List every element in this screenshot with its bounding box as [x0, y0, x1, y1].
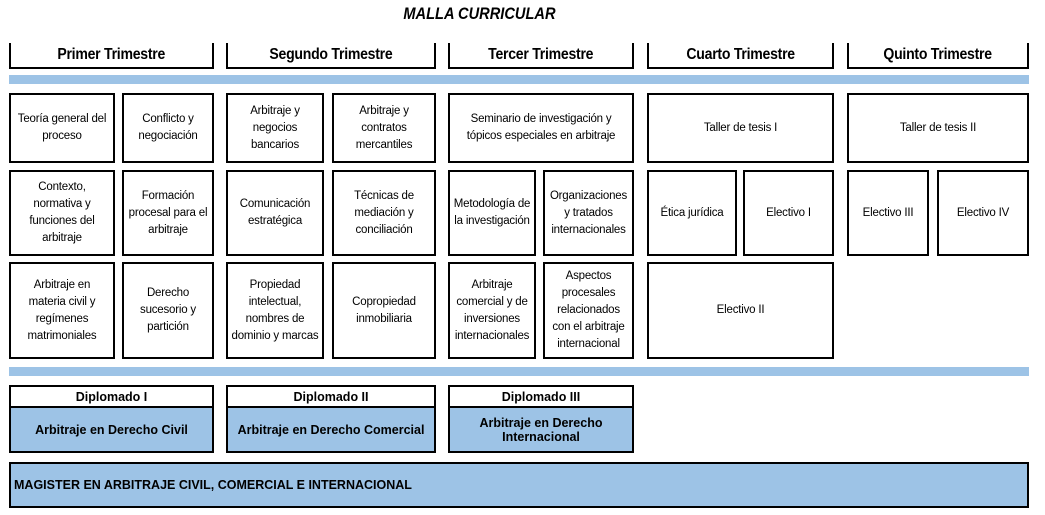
page-title: MALLA CURRICULAR	[403, 4, 556, 23]
header-segundo-trimestre: Segundo Trimestre	[226, 43, 436, 69]
divider-bar-bottom	[9, 367, 1029, 376]
magister-banner: MAGISTER EN ARBITRAJE CIVIL, COMERCIAL E…	[9, 462, 1029, 508]
header-label: Tercer Trimestre	[488, 46, 594, 63]
course-electivo-3: Electivo III	[847, 170, 929, 256]
course-derecho-sucesorio: Derecho sucesorio y partición	[122, 262, 214, 359]
course-comunicacion-estrategica: Comunicación estratégica	[226, 170, 324, 256]
course-etica-juridica: Ética jurídica	[647, 170, 737, 256]
diplomado-2-name: Arbitraje en Derecho Comercial	[226, 406, 436, 453]
course-taller-tesis-1: Taller de tesis I	[647, 93, 834, 163]
header-tercer-trimestre: Tercer Trimestre	[448, 43, 634, 69]
divider-bar-top	[9, 75, 1029, 84]
diplomado-1-name: Arbitraje en Derecho Civil	[9, 406, 214, 453]
header-label: Quinto Trimestre	[883, 46, 993, 63]
header-label: Primer Trimestre	[57, 46, 166, 63]
course-metodologia-investigacion: Metodología de la investigación	[448, 170, 536, 256]
course-tecnicas-mediacion: Técnicas de mediación y conciliación	[332, 170, 436, 256]
course-conflicto-negociacion: Conflicto y negociación	[122, 93, 214, 163]
diplomado-2-label: Diplomado II	[226, 385, 436, 406]
course-arbitraje-negocios-bancarios: Arbitraje y negocios bancarios	[226, 93, 324, 163]
course-propiedad-intelectual: Propiedad intelectual, nombres de domini…	[226, 262, 324, 359]
course-formacion-procesal: Formación procesal para el arbitraje	[122, 170, 214, 256]
course-teoria-general: Teoría general del proceso	[9, 93, 115, 163]
diplomado-3-name: Arbitraje en Derecho Internacional	[448, 406, 634, 453]
diplomado-3-label: Diplomado III	[448, 385, 634, 406]
course-aspectos-procesales: Aspectos procesales relacionados con el …	[543, 262, 634, 359]
course-taller-tesis-2: Taller de tesis II	[847, 93, 1029, 163]
course-electivo-4: Electivo IV	[937, 170, 1029, 256]
course-seminario-investigacion: Seminario de investigación y tópicos esp…	[448, 93, 634, 163]
course-copropiedad-inmobiliaria: Copropiedad inmobiliaria	[332, 262, 436, 359]
course-contexto-normativa: Contexto, normativa y funciones del arbi…	[9, 170, 115, 256]
course-organizaciones-tratados: Organizaciones y tratados internacionale…	[543, 170, 634, 256]
course-arbitraje-materia-civil: Arbitraje en materia civil y regímenes m…	[9, 262, 115, 359]
header-label: Segundo Trimestre	[269, 46, 393, 63]
header-label: Cuarto Trimestre	[686, 46, 795, 63]
course-electivo-1: Electivo I	[743, 170, 834, 256]
header-primer-trimestre: Primer Trimestre	[9, 43, 214, 69]
header-cuarto-trimestre: Cuarto Trimestre	[647, 43, 834, 69]
course-arbitraje-comercial-inversiones: Arbitraje comercial y de inversiones int…	[448, 262, 536, 359]
course-electivo-2: Electivo II	[647, 262, 834, 359]
course-arbitraje-contratos-mercantiles: Arbitraje y contratos mercantiles	[332, 93, 436, 163]
header-quinto-trimestre: Quinto Trimestre	[847, 43, 1029, 69]
diplomado-1-label: Diplomado I	[9, 385, 214, 406]
